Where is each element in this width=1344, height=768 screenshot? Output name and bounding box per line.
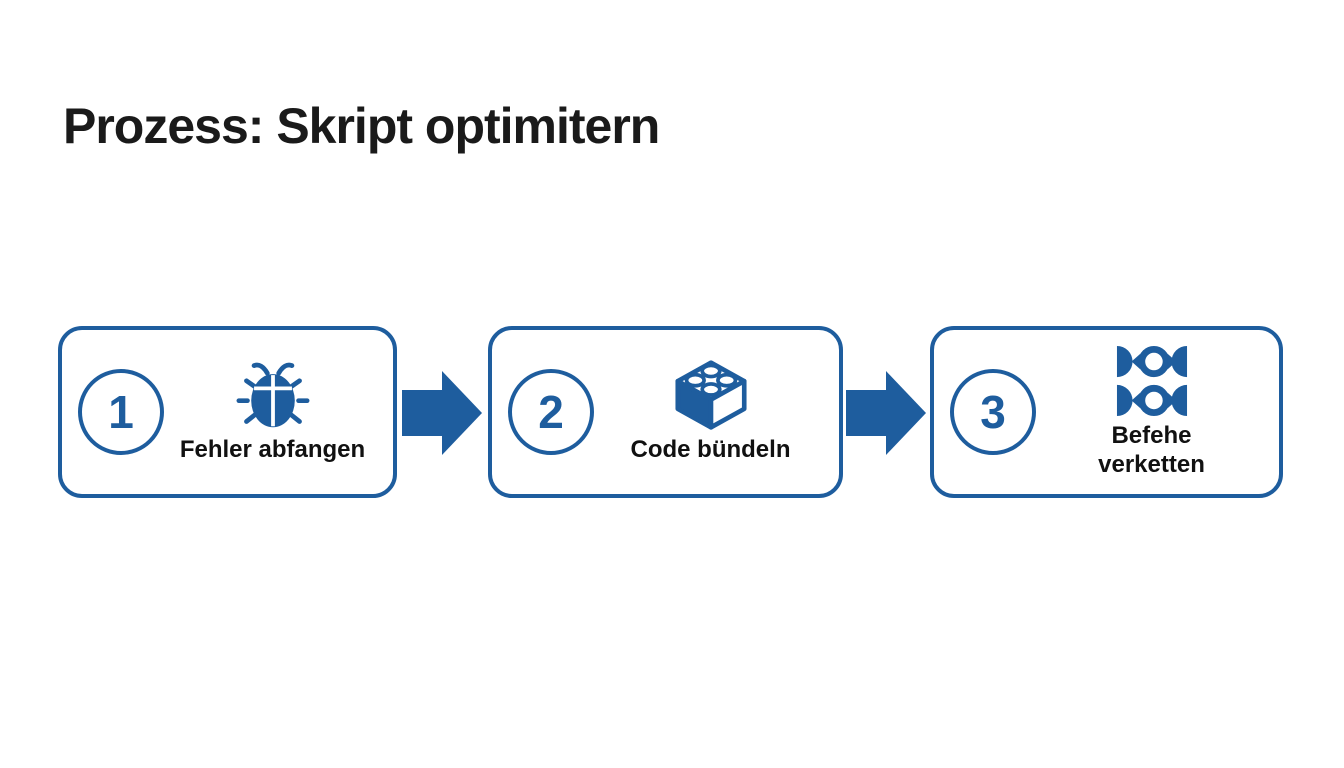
step-number-badge: 2 [508,369,594,455]
process-step-1: 1 Fehler abfangen [58,326,397,498]
arrow-right-icon [402,371,482,455]
step-content: Befehe verketten [1036,345,1267,480]
bug-icon [236,362,309,428]
lego-brick-icon [674,360,747,430]
page-title: Prozess: Skript optimitern [63,98,660,154]
chain-links-icon [1116,345,1187,416]
process-step-2: 2 Code bündeln [488,326,843,498]
step-label: Fehler abfangen [179,436,366,464]
step-number-badge: 3 [950,369,1036,455]
step-label: Befehe verketten [1098,421,1205,478]
step-content: Code bündeln [594,359,827,465]
step-content: Fehler abfangen [164,359,381,465]
arrow-right-icon [846,371,926,455]
step-number-badge: 1 [78,369,164,455]
process-step-3: 3 Befehe verketten [930,326,1283,498]
step-label: Code bündeln [630,436,791,464]
